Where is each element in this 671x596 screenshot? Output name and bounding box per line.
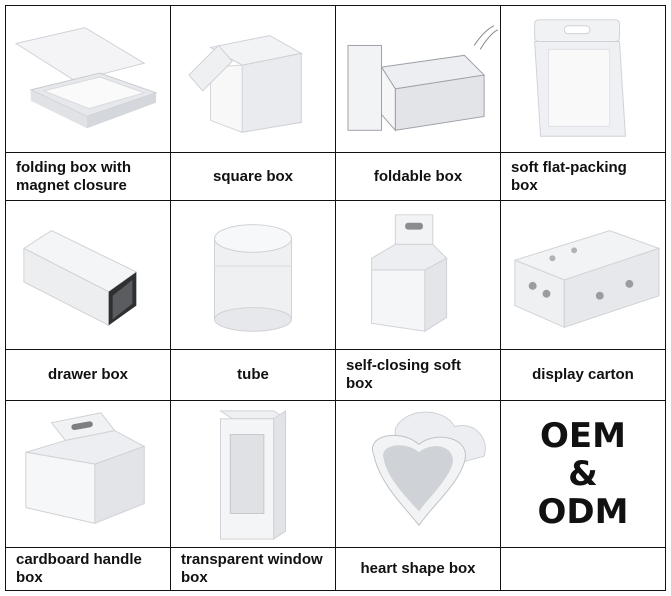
odm-text: ODM	[537, 492, 629, 532]
product-label: heart shape box	[335, 547, 501, 591]
product-image-self-closing-box	[335, 200, 501, 350]
oem-text: OEM	[540, 416, 626, 456]
product-label: display carton	[500, 349, 666, 401]
tube-icon	[214, 224, 292, 332]
product-image-foldable-box	[335, 5, 501, 153]
product-image-soft-flat-box	[500, 5, 666, 153]
product-label: foldable box	[335, 152, 501, 201]
product-image-heart-box	[335, 400, 501, 548]
product-label: tube	[170, 349, 336, 401]
product-label: self-closing soft box	[335, 349, 501, 401]
square-box-icon	[188, 35, 303, 133]
product-label: folding box with magnet closure	[5, 152, 171, 201]
product-image-display-carton	[500, 200, 666, 350]
folding-box-icon	[14, 27, 158, 129]
product-label: drawer box	[5, 349, 171, 401]
product-image-tube	[170, 200, 336, 350]
foldable-box-icon	[347, 25, 499, 132]
soft-flat-packing-box-icon	[534, 19, 626, 137]
drawer-box-icon	[22, 230, 138, 327]
oem-odm-banner: OEM & ODM	[500, 400, 666, 548]
window-box-icon	[218, 409, 288, 541]
product-label: square box	[170, 152, 336, 201]
product-label: transparent window box	[170, 547, 336, 591]
product-image-window-box	[170, 400, 336, 548]
product-image-folding-box	[5, 5, 171, 153]
empty-cell	[500, 547, 666, 591]
ampersand-text: &	[568, 454, 598, 494]
product-grid: folding box with magnet closure square b…	[5, 5, 666, 591]
heart-box-icon	[371, 411, 486, 527]
display-carton-icon	[513, 230, 661, 329]
product-label: cardboard handle box	[5, 547, 171, 591]
product-image-square-box	[170, 5, 336, 153]
product-label: soft flat-packing box	[500, 152, 666, 201]
handle-box-icon	[25, 412, 146, 525]
self-closing-box-icon	[371, 214, 448, 333]
product-image-drawer-box	[5, 200, 171, 350]
product-image-handle-box	[5, 400, 171, 548]
